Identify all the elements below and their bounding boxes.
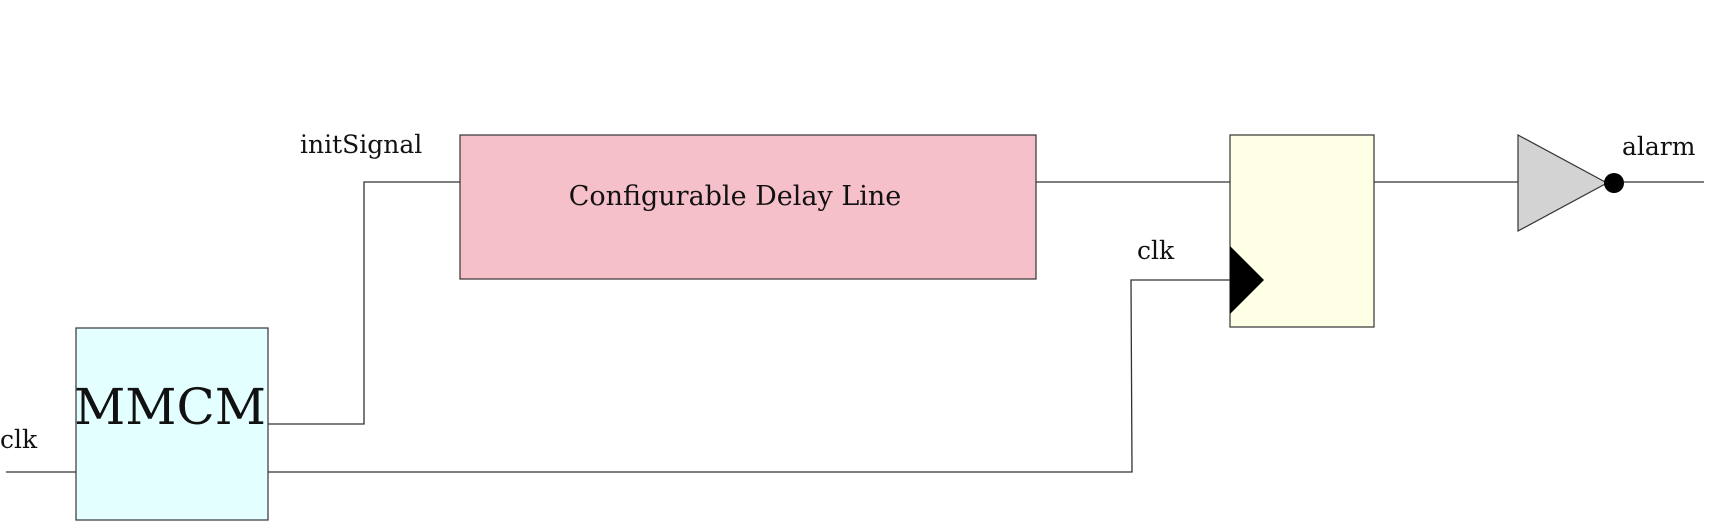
mmcm-block — [75, 327, 269, 521]
alarm-label: alarm — [1622, 132, 1696, 161]
clock-edge-marker — [1230, 246, 1264, 314]
init-signal-wire — [268, 181, 460, 425]
init-signal-label: initSignal — [300, 130, 422, 159]
clk-to-ff-wire — [268, 279, 1230, 473]
clk-input-label: clk — [0, 425, 38, 454]
ff-clk-label: clk — [1137, 236, 1175, 265]
inverter-bubble — [1604, 173, 1624, 193]
flip-flop-block — [1229, 134, 1375, 328]
delay-line-label: Configurable Delay Line — [569, 181, 902, 212]
delay-line-block — [459, 134, 1037, 280]
inverter-triangle — [1517, 133, 1609, 233]
mmcm-label: MMCM — [74, 378, 266, 436]
